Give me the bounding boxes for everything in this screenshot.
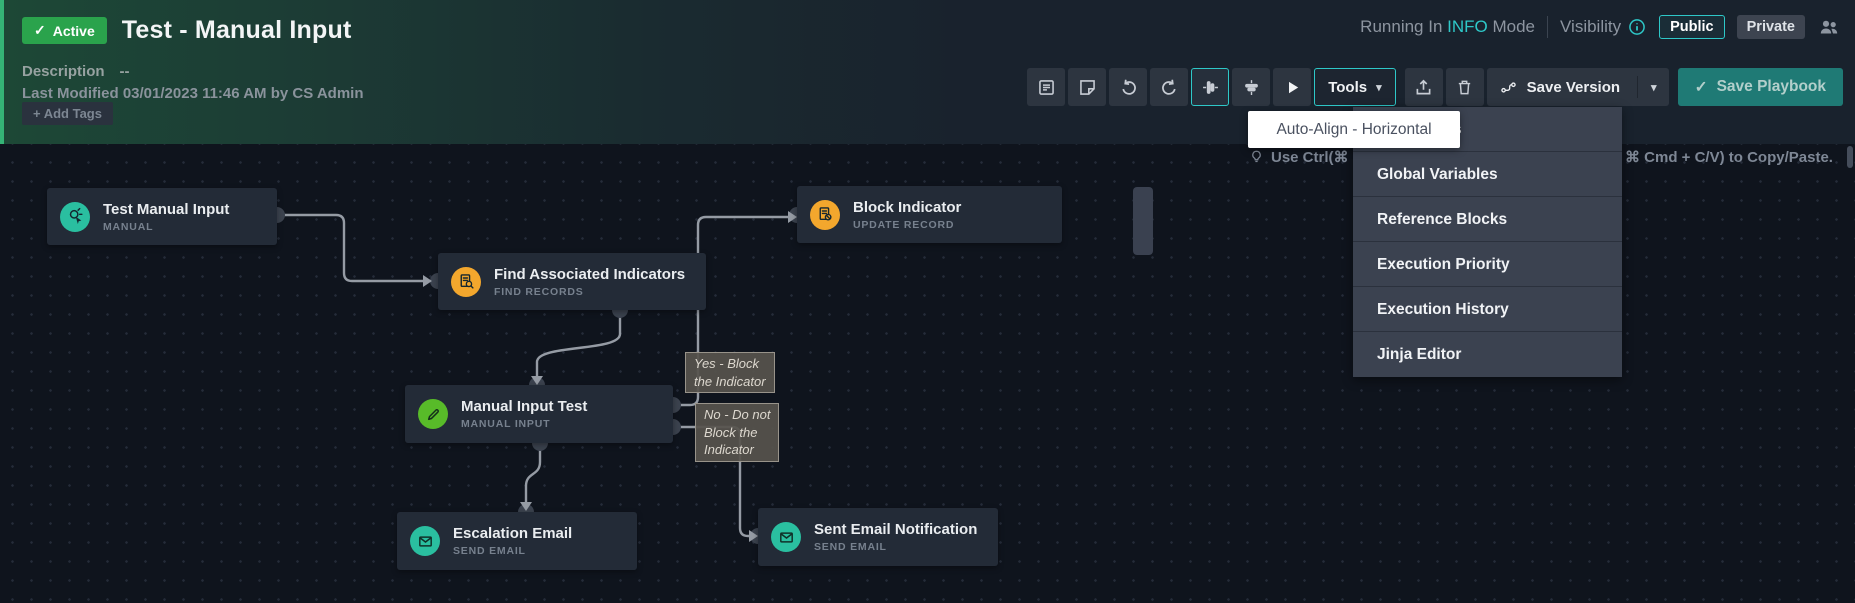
playbook-header: ✓Active Test - Manual Input Description … <box>0 0 1855 144</box>
redo-icon <box>1161 79 1176 95</box>
description-row: Description -- <box>22 63 130 80</box>
tools-dropdown-button[interactable]: Tools▾ <box>1314 68 1396 106</box>
node-icon <box>60 201 90 232</box>
auto-align-vertical-icon <box>1244 79 1258 95</box>
node-block-indicator[interactable]: Block Indicator UPDATE RECORD <box>797 186 1062 243</box>
visibility-private-button[interactable]: Private <box>1736 15 1805 39</box>
node-icon <box>418 399 448 429</box>
visibility-public-button[interactable]: Public <box>1659 15 1725 39</box>
node-title: Block Indicator <box>853 198 962 216</box>
chevron-down-icon: ▾ <box>1376 81 1382 94</box>
info-icon[interactable] <box>1627 17 1647 37</box>
tools-menu-item-execution-history[interactable]: Execution History <box>1353 287 1622 332</box>
save-playbook-button[interactable]: ✓ Save Playbook <box>1677 68 1843 106</box>
canvas-hint-right: ⌘ Cmd + C/V) to Copy/Paste. <box>1625 149 1833 166</box>
node-title: Sent Email Notification <box>814 521 978 538</box>
auto-align-horizontal-icon <box>1202 80 1218 94</box>
node-subtitle: MANUAL <box>103 220 154 233</box>
visibility-label: Visibility <box>1560 17 1647 37</box>
tools-menu-item-global-variables[interactable]: Global Variables <box>1353 152 1622 197</box>
tools-menu-item-execution-priority[interactable]: Execution Priority <box>1353 242 1622 287</box>
edge-label[interactable]: Yes - Block the Indicator <box>685 352 775 393</box>
running-mode-value: INFO <box>1447 17 1488 36</box>
description-panel-icon <box>1038 79 1054 95</box>
node-find-associated-indicators[interactable]: Find Associated Indicators FIND RECORDS <box>438 253 706 310</box>
node-subtitle: MANUAL INPUT <box>461 418 551 430</box>
add-note-icon <box>1079 79 1095 95</box>
tools-menu-item-jinja-editor[interactable]: Jinja Editor <box>1377 346 1462 363</box>
description-panel-button[interactable] <box>1027 68 1066 106</box>
node-subtitle: SEND EMAIL <box>814 541 887 553</box>
node-title: Test Manual Input <box>103 200 230 218</box>
tools-menu-item-reference-blocks[interactable]: Reference Blocks <box>1353 197 1622 242</box>
canvas-scrollbar-thumb[interactable] <box>1847 146 1853 168</box>
description-label: Description <box>22 63 105 80</box>
node-subtitle: SEND EMAIL <box>453 545 526 557</box>
lightbulb-icon <box>1252 150 1261 162</box>
divider <box>1547 16 1549 38</box>
add-tags-button[interactable]: + Add Tags <box>22 102 113 125</box>
chevron-down-icon[interactable]: ▾ <box>1651 81 1657 94</box>
divider <box>1637 76 1639 98</box>
run-playbook-button[interactable] <box>1273 68 1312 106</box>
canvas-hint-left: Use Ctrl(⌘ <box>1248 148 1352 166</box>
node-manual-input-test[interactable]: Manual Input Test MANUAL INPUT <box>405 385 673 443</box>
check-icon: ✓ <box>1694 78 1708 96</box>
status-badge: ✓Active <box>22 17 107 44</box>
node-icon <box>451 266 481 297</box>
undo-icon <box>1122 79 1136 95</box>
partial-node-fragment <box>1133 187 1153 255</box>
edge-label[interactable]: No - Do not Block the Indicator <box>695 403 780 462</box>
save-version-button[interactable]: Save Version ▾ <box>1486 68 1669 106</box>
export-playbook-icon <box>1416 79 1431 94</box>
node-icon <box>410 526 440 556</box>
auto-align-vertical-button[interactable] <box>1232 68 1271 106</box>
undo-button[interactable] <box>1109 68 1148 106</box>
export-playbook-button[interactable] <box>1404 68 1443 106</box>
redo-button[interactable] <box>1150 68 1189 106</box>
delete-icon <box>1458 80 1471 94</box>
node-icon <box>771 522 801 552</box>
node-escalation-email[interactable]: Escalation Email SEND EMAIL <box>397 512 637 570</box>
node-title: Escalation Email <box>453 525 573 542</box>
auto-align-horizontal-button[interactable] <box>1191 68 1230 106</box>
page-title: Test - Manual Input <box>121 16 352 44</box>
node-icon <box>810 199 840 230</box>
node-subtitle: FIND RECORDS <box>494 285 584 298</box>
delete-button[interactable] <box>1445 68 1484 106</box>
designer-toolbar: Tools▾ Save Version ▾ ✓ Save Playbook <box>1027 68 1843 106</box>
node-title: Find Associated Indicators <box>494 265 686 283</box>
last-modified: Last Modified 03/01/2023 11:46 AM by CS … <box>22 85 364 102</box>
node-subtitle: UPDATE RECORD <box>853 218 955 231</box>
node-test-manual-input[interactable]: Test Manual Input MANUAL <box>47 188 277 245</box>
active-status-stripe <box>0 0 4 144</box>
save-version-icon <box>1500 81 1516 93</box>
check-icon: ✓ <box>34 22 46 38</box>
assigned-users-icon[interactable] <box>1817 15 1841 39</box>
node-title: Manual Input Test <box>461 398 588 415</box>
node-sent-email-notification[interactable]: Sent Email Notification SEND EMAIL <box>758 508 998 566</box>
description-value: -- <box>119 63 130 80</box>
tooltip: Auto-Align - Horizontal <box>1248 111 1460 148</box>
add-note-button[interactable] <box>1068 68 1107 106</box>
running-mode-text: Running In INFO Mode <box>1360 17 1536 36</box>
run-playbook-icon <box>1288 81 1298 93</box>
